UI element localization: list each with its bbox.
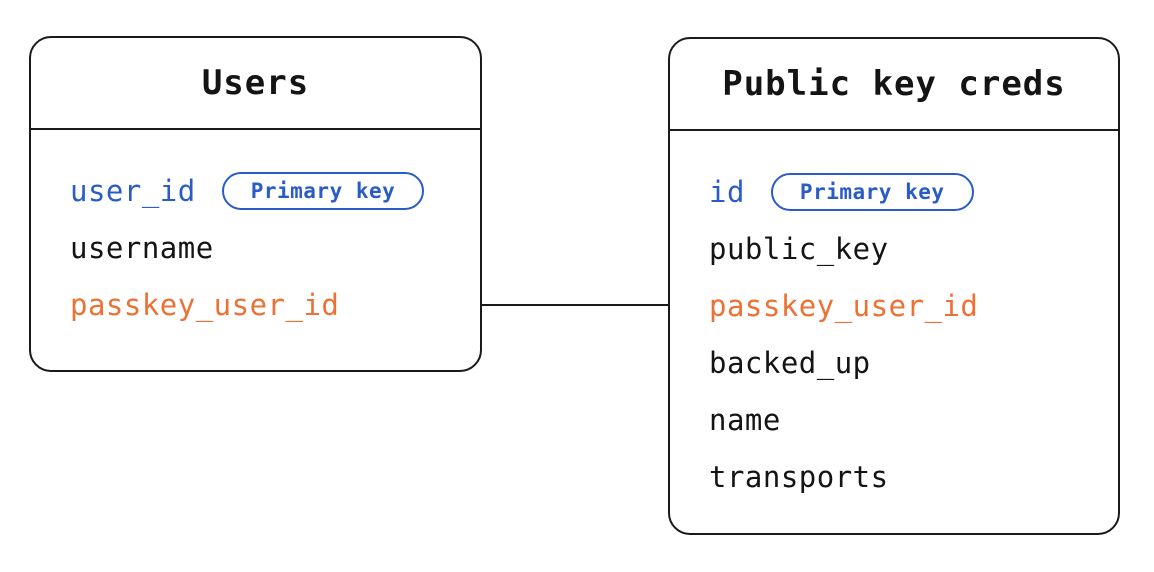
table-users-title: Users xyxy=(201,63,310,103)
field-name-name: name xyxy=(709,402,781,437)
field-row-backed_up: backed_up xyxy=(709,334,1118,391)
field-row-user_id: user_id Primary key xyxy=(70,162,480,219)
table-users-header: Users xyxy=(31,38,480,130)
primary-key-badge: Primary key xyxy=(221,171,425,210)
field-name-id: id xyxy=(709,174,745,209)
field-row-public_key: public_key xyxy=(709,220,1118,277)
field-row-username: username xyxy=(70,219,480,276)
field-row-passkey_user_id: passkey_user_id xyxy=(70,276,480,333)
table-public-key-creds-title: Public key creds xyxy=(722,64,1066,104)
field-row-passkey_user_id: passkey_user_id xyxy=(709,277,1118,334)
field-row-name: name xyxy=(709,391,1118,448)
field-name-username: username xyxy=(70,230,214,265)
table-public-key-creds-header: Public key creds xyxy=(670,39,1118,131)
primary-key-badge: Primary key xyxy=(770,172,974,211)
table-public-key-creds: Public key creds id Primary key public_key… xyxy=(668,37,1120,535)
field-row-id: id Primary key xyxy=(709,163,1118,220)
field-name-passkey_user_id: passkey_user_id xyxy=(709,288,979,323)
field-name-transports: transports xyxy=(709,459,889,494)
relationship-line xyxy=(481,304,669,306)
field-name-backed_up: backed_up xyxy=(709,345,871,380)
field-name-passkey_user_id: passkey_user_id xyxy=(70,287,340,322)
field-row-transports: transports xyxy=(709,448,1118,505)
field-name-public_key: public_key xyxy=(709,231,889,266)
field-name-user_id: user_id xyxy=(70,173,196,208)
